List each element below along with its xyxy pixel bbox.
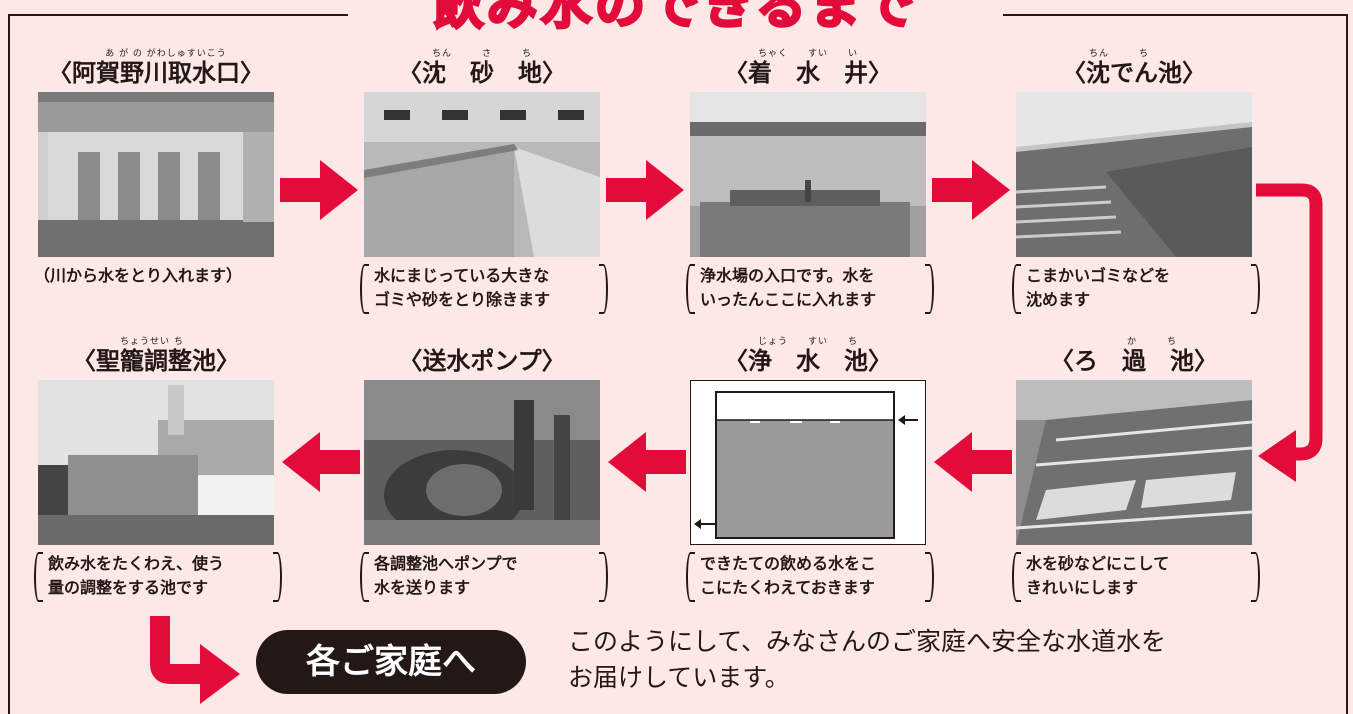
station-caption: 各調整池へポンプで 水を送ります [360, 548, 608, 604]
station-title: 〈阿賀野川取水口〉 [48, 59, 264, 87]
intake-photo [38, 92, 274, 257]
station-caption: 水を砂などにこして きれいにします [1012, 548, 1260, 604]
station-title: 〈浄 水 池〉 [724, 347, 892, 375]
caption-line: こにたくわえておきます [700, 578, 875, 597]
closing-line: このようにして、みなさんのご家庭へ安全な水道水を [568, 627, 1167, 656]
caption-line: 水を送ります [374, 578, 471, 597]
red-arrow-icon [608, 432, 686, 492]
filter-basin-photo [1016, 380, 1252, 545]
caption-line: 各調整池へポンプで [374, 554, 518, 573]
settling-basin-photo [1016, 92, 1252, 257]
caption-line: こまかいゴミなどを [1026, 266, 1171, 285]
home-arrow-icon [150, 616, 240, 704]
station-caption: 飲み水をたくわえ、使う 量の調整をする池です [34, 548, 282, 604]
station-ruby: あ が の がわしゅすいこう [105, 49, 227, 59]
station-title: 〈聖籠調整池〉 [72, 347, 240, 375]
reservoir-diagram [690, 380, 926, 545]
red-arrow-icon [280, 160, 358, 220]
caption-line: 浄水場の入口です。水を [700, 266, 875, 285]
red-arrow-icon [932, 160, 1010, 220]
caption-line: いったんここに入れます [700, 290, 877, 309]
inflow-arrow-icon [898, 415, 918, 425]
home-badge: 各ご家庭へ [256, 630, 526, 694]
caption-line: きれいにします [1026, 578, 1139, 597]
caption-line: 水にまじっている大きな [374, 266, 550, 285]
station-ruby: か ち [1126, 337, 1177, 347]
red-arrow-icon [934, 432, 1012, 492]
reservoir-building-photo [38, 380, 274, 545]
station-caption: （川から水をとり入れます） [34, 260, 282, 320]
station-title: 〈沈でん池〉 [1062, 59, 1206, 87]
page-title: 飲み水のできるまで [432, 0, 918, 34]
caption-line: 水を砂などにこして [1026, 554, 1170, 573]
caption-line: ゴミや砂をとり除きます [374, 290, 551, 309]
return-arrow-icon [1256, 183, 1323, 482]
station-caption: 浄水場の入口です。水を いったんここに入れます [686, 260, 934, 316]
station-ruby: じょう すい ち [757, 337, 858, 347]
receiving-well-photo [690, 92, 926, 257]
title-banner: 飲み水のできるまで [348, 0, 1003, 34]
caption-line: 量の調整をする池です [48, 578, 209, 597]
station-caption: 水にまじっている大きな ゴミや砂をとり除きます [360, 260, 608, 316]
diagram-frame: 飲み水のできるまで [8, 0, 1348, 714]
pump-photo [364, 380, 600, 545]
station-caption: できたての飲める水をこ こにたくわえておきます [686, 548, 934, 604]
sand-basin-photo [364, 92, 600, 257]
station-ruby: ちょうせい ち [120, 337, 184, 347]
red-arrow-icon [282, 432, 360, 492]
station-title: 〈ろ 過 池〉 [1050, 347, 1218, 375]
station-ruby: ちん ち [1088, 49, 1149, 59]
caption-line: 飲み水をたくわえ、使う [48, 554, 225, 573]
station-caption: こまかいゴミなどを 沈めます [1012, 260, 1260, 316]
closing-message: このようにして、みなさんのご家庭へ安全な水道水を お届けしています。 [568, 624, 1308, 696]
red-arrow-icon [606, 160, 684, 220]
closing-line: お届けしています。 [568, 663, 790, 692]
caption-line: 沈めます [1026, 290, 1091, 309]
caption-line: （川から水をとり入れます） [34, 266, 243, 285]
station-ruby: ちん さ ち [431, 49, 532, 59]
station-title: 〈送水ポンプ〉 [398, 347, 566, 375]
station-title: 〈着 水 井〉 [724, 59, 892, 87]
caption-line: できたての飲める水をこ [700, 554, 877, 573]
outflow-arrow-icon [694, 519, 716, 529]
station-ruby: ちゃく すい い [757, 49, 858, 59]
station-title: 〈沈 砂 地〉 [398, 59, 566, 87]
